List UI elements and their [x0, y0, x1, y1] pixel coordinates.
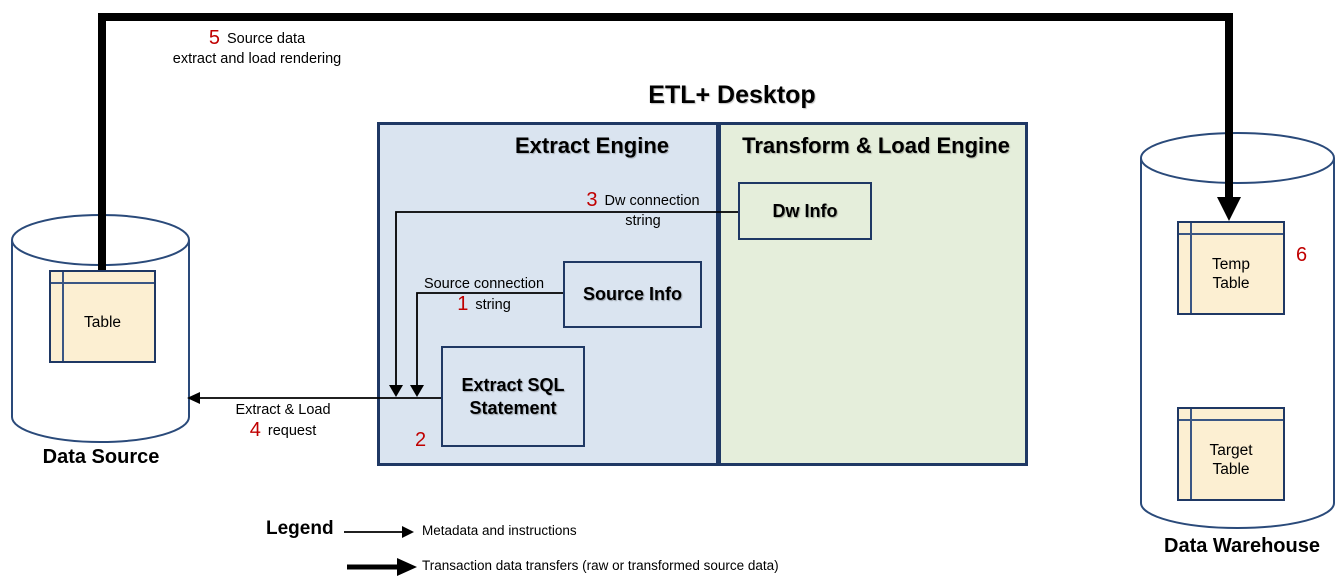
page-title: ETL+ Desktop: [648, 81, 816, 109]
annotation-3-line2: string: [625, 213, 661, 229]
extract-sql-statement-box: Extract SQL Statement: [441, 346, 585, 447]
extract-load-request-arrowhead: [187, 392, 200, 404]
legend-thick-arrowhead: [397, 558, 417, 576]
annotation-3-text: Dw connection: [604, 193, 700, 209]
annotation-1-line1: Source connection: [423, 276, 545, 292]
legend-thin-arrow-label: Metadata and instructions: [422, 523, 577, 538]
annotation-5: 5 Source data extract and load rendering: [150, 28, 364, 69]
annotation-3-line1: 3 Dw connection: [576, 190, 710, 211]
annotation-5-line2: extract and load rendering: [172, 51, 342, 67]
annotation-3-number: 3: [586, 189, 598, 211]
annotation-2-number: 2: [415, 429, 427, 451]
source-info-box: Source Info: [563, 261, 702, 328]
extract-engine-title: Extract Engine: [514, 133, 670, 158]
annotation-4-line1: Extract & Load: [235, 402, 331, 418]
annotation-1-line2: 1 string: [414, 294, 554, 315]
data-warehouse-label: Data Warehouse: [1164, 535, 1320, 557]
legend-thick-arrow-label: Transaction data transfers (raw or trans…: [422, 558, 779, 573]
target-table-icon: Target Table: [1177, 407, 1285, 501]
target-table-label: Target Table: [1209, 441, 1253, 478]
dw-info-box: Dw Info: [738, 182, 872, 240]
legend-thin-arrowhead: [402, 526, 414, 538]
annotation-6-number: 6: [1296, 244, 1308, 266]
transform-load-engine-title: Transform & Load Engine: [742, 133, 1010, 158]
annotation-1: Source connection 1 string: [414, 274, 554, 315]
annotation-5-text: Source data: [226, 31, 306, 47]
source-table-label: Table: [83, 313, 122, 331]
data-warehouse-cylinder-top: [1140, 132, 1335, 184]
annotation-1-text: string: [475, 297, 511, 313]
annotation-5-number: 5: [208, 27, 220, 49]
source-table-icon: Table: [49, 270, 156, 363]
annotation-5-line1: 5 Source data: [150, 28, 364, 49]
annotation-4-number: 4: [249, 419, 261, 441]
transform-load-engine-section: [718, 122, 1028, 466]
temp-table-label: Temp Table: [1212, 255, 1250, 292]
transaction-data-arrowhead: [1217, 197, 1241, 221]
data-source-cylinder-top: [11, 214, 190, 266]
annotation-1-number: 1: [457, 293, 469, 315]
annotation-4-line2: 4 request: [226, 420, 340, 441]
annotation-4-text: request: [267, 423, 317, 439]
data-source-label: Data Source: [42, 446, 160, 468]
temp-table-icon: Temp Table: [1177, 221, 1285, 315]
annotation-4: Extract & Load 4 request: [226, 400, 340, 441]
annotation-3: 3 Dw connection string: [576, 190, 710, 231]
legend-title: Legend: [266, 518, 334, 539]
